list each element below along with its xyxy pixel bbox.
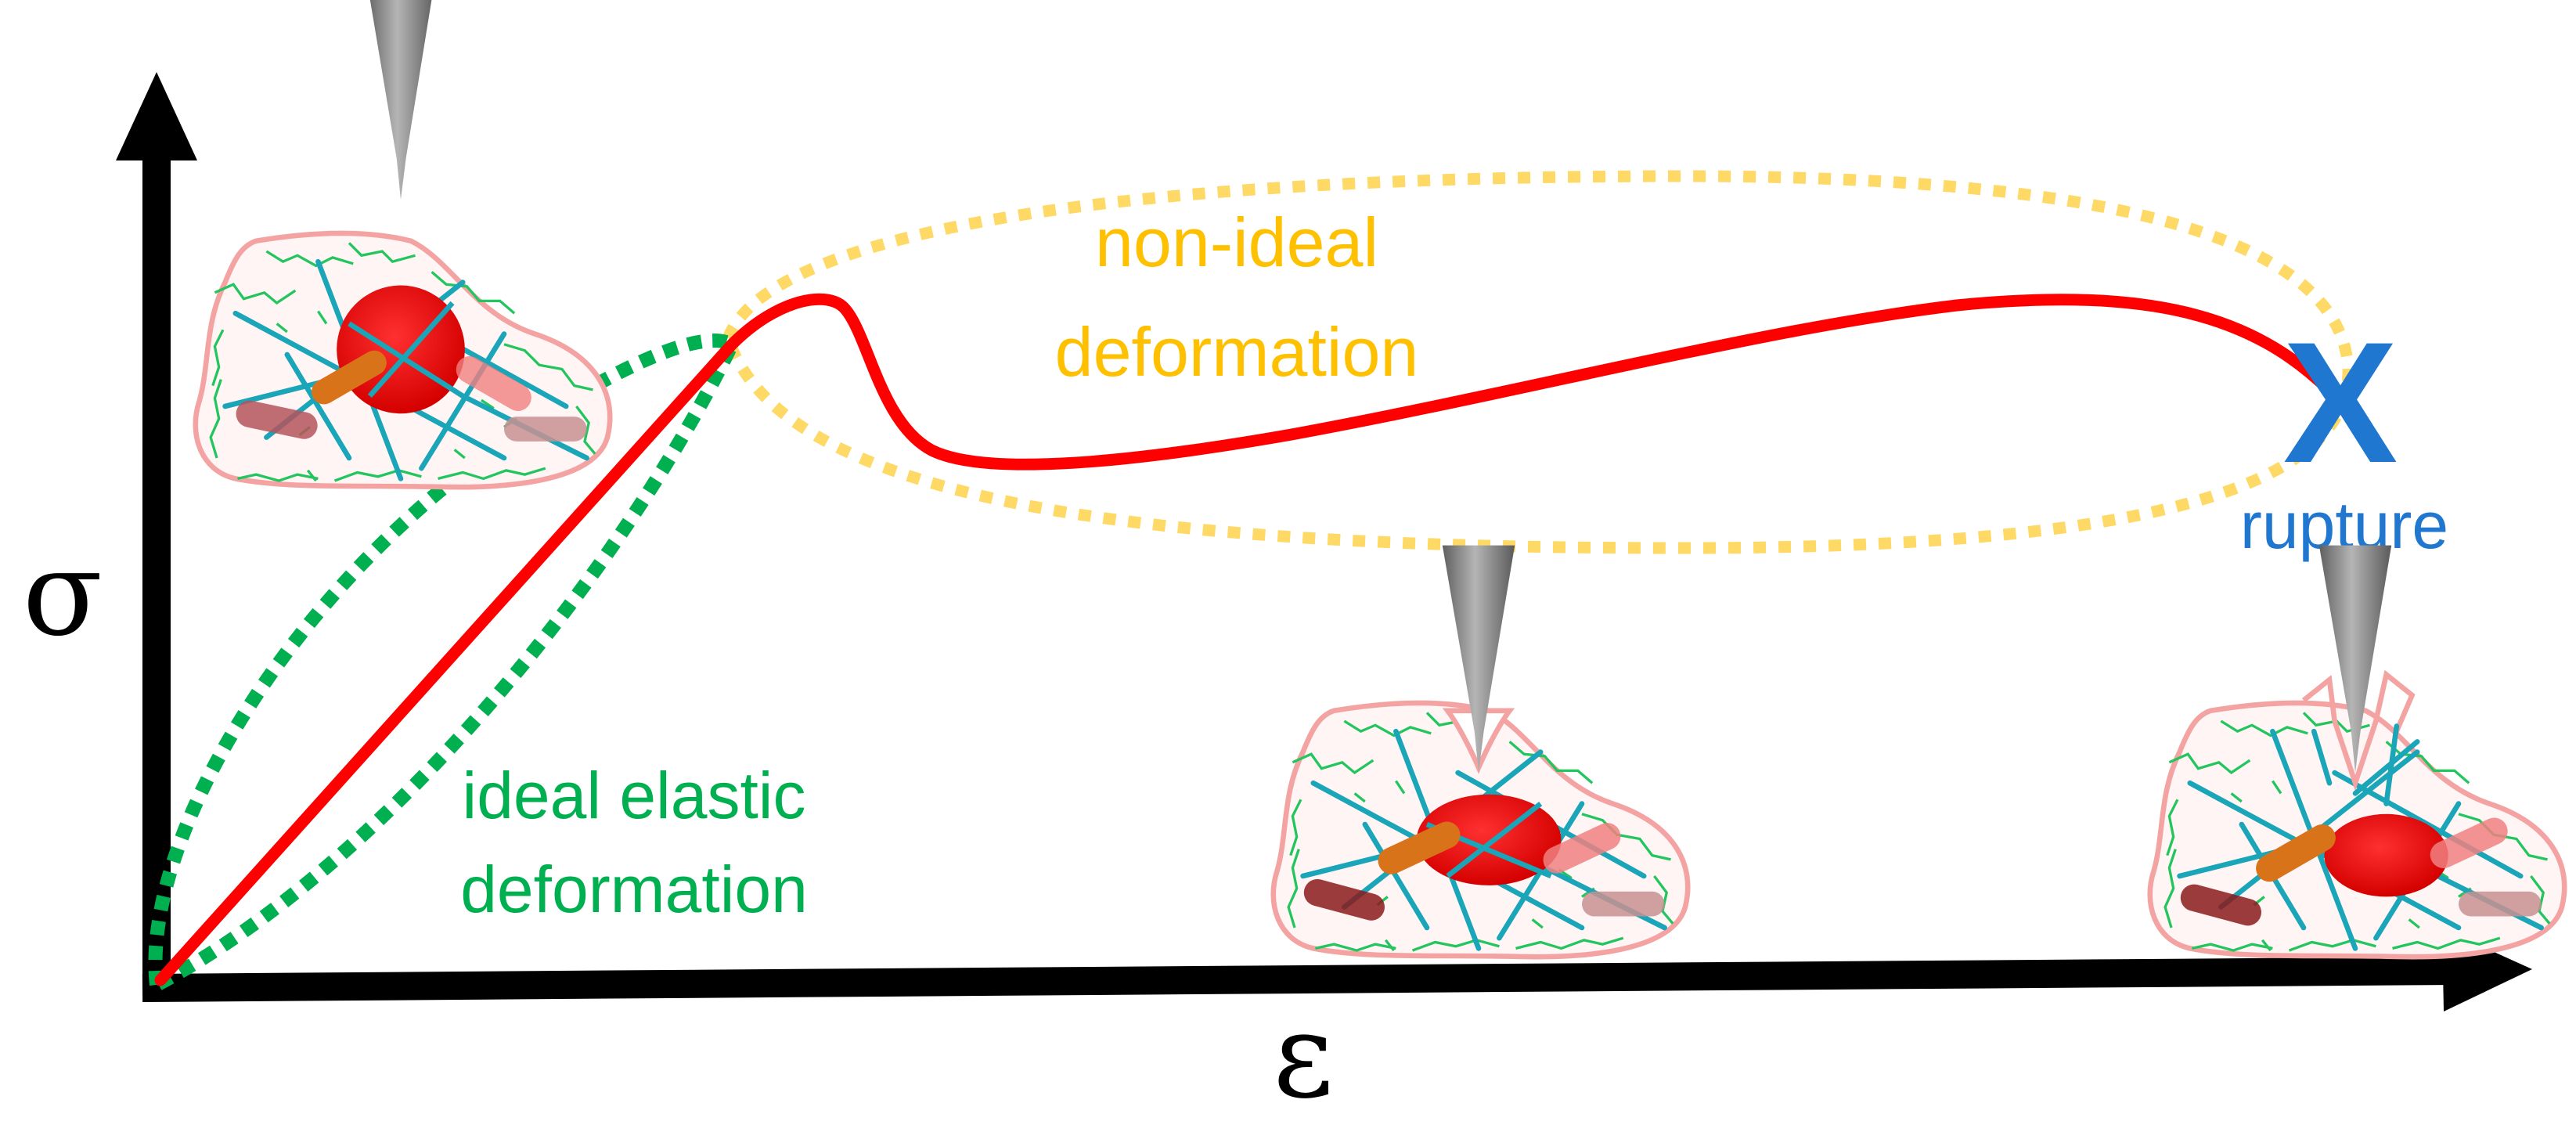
nonideal-label: non-ideal deformation: [1055, 204, 1419, 391]
nonideal-region-outline: [722, 170, 2354, 554]
afm-tip-icon: [369, 0, 432, 200]
ideal-label-line1: ideal elastic: [463, 759, 806, 832]
cell-ruptured: [2150, 545, 2564, 957]
x-axis: [142, 957, 2459, 1002]
stress-strain-curve: [154, 293, 2335, 986]
afm-tip-icon: [1442, 545, 1515, 773]
cell-initial: [196, 0, 610, 487]
axes: σ ε: [23, 72, 2532, 1124]
afm-tip-icon: [2318, 545, 2392, 773]
nucleus-icon: [2324, 813, 2448, 897]
nonideal-label-line1: non-ideal: [1095, 204, 1378, 281]
ideal-region-outline: [148, 334, 741, 997]
rupture-label: X rupture: [2240, 306, 2448, 562]
nonideal-label-line2: deformation: [1055, 313, 1419, 391]
x-axis-symbol: ε: [1273, 988, 1334, 1124]
y-axis-arrowhead: [116, 72, 197, 160]
ideal-label-line2: deformation: [460, 853, 808, 926]
nucleus-icon: [337, 285, 465, 414]
y-axis-symbol: σ: [23, 526, 103, 662]
rupture-x-mark: X: [2283, 306, 2398, 499]
ideal-label: ideal elastic deformation: [460, 759, 808, 926]
cell-deformed: [1274, 545, 1688, 957]
